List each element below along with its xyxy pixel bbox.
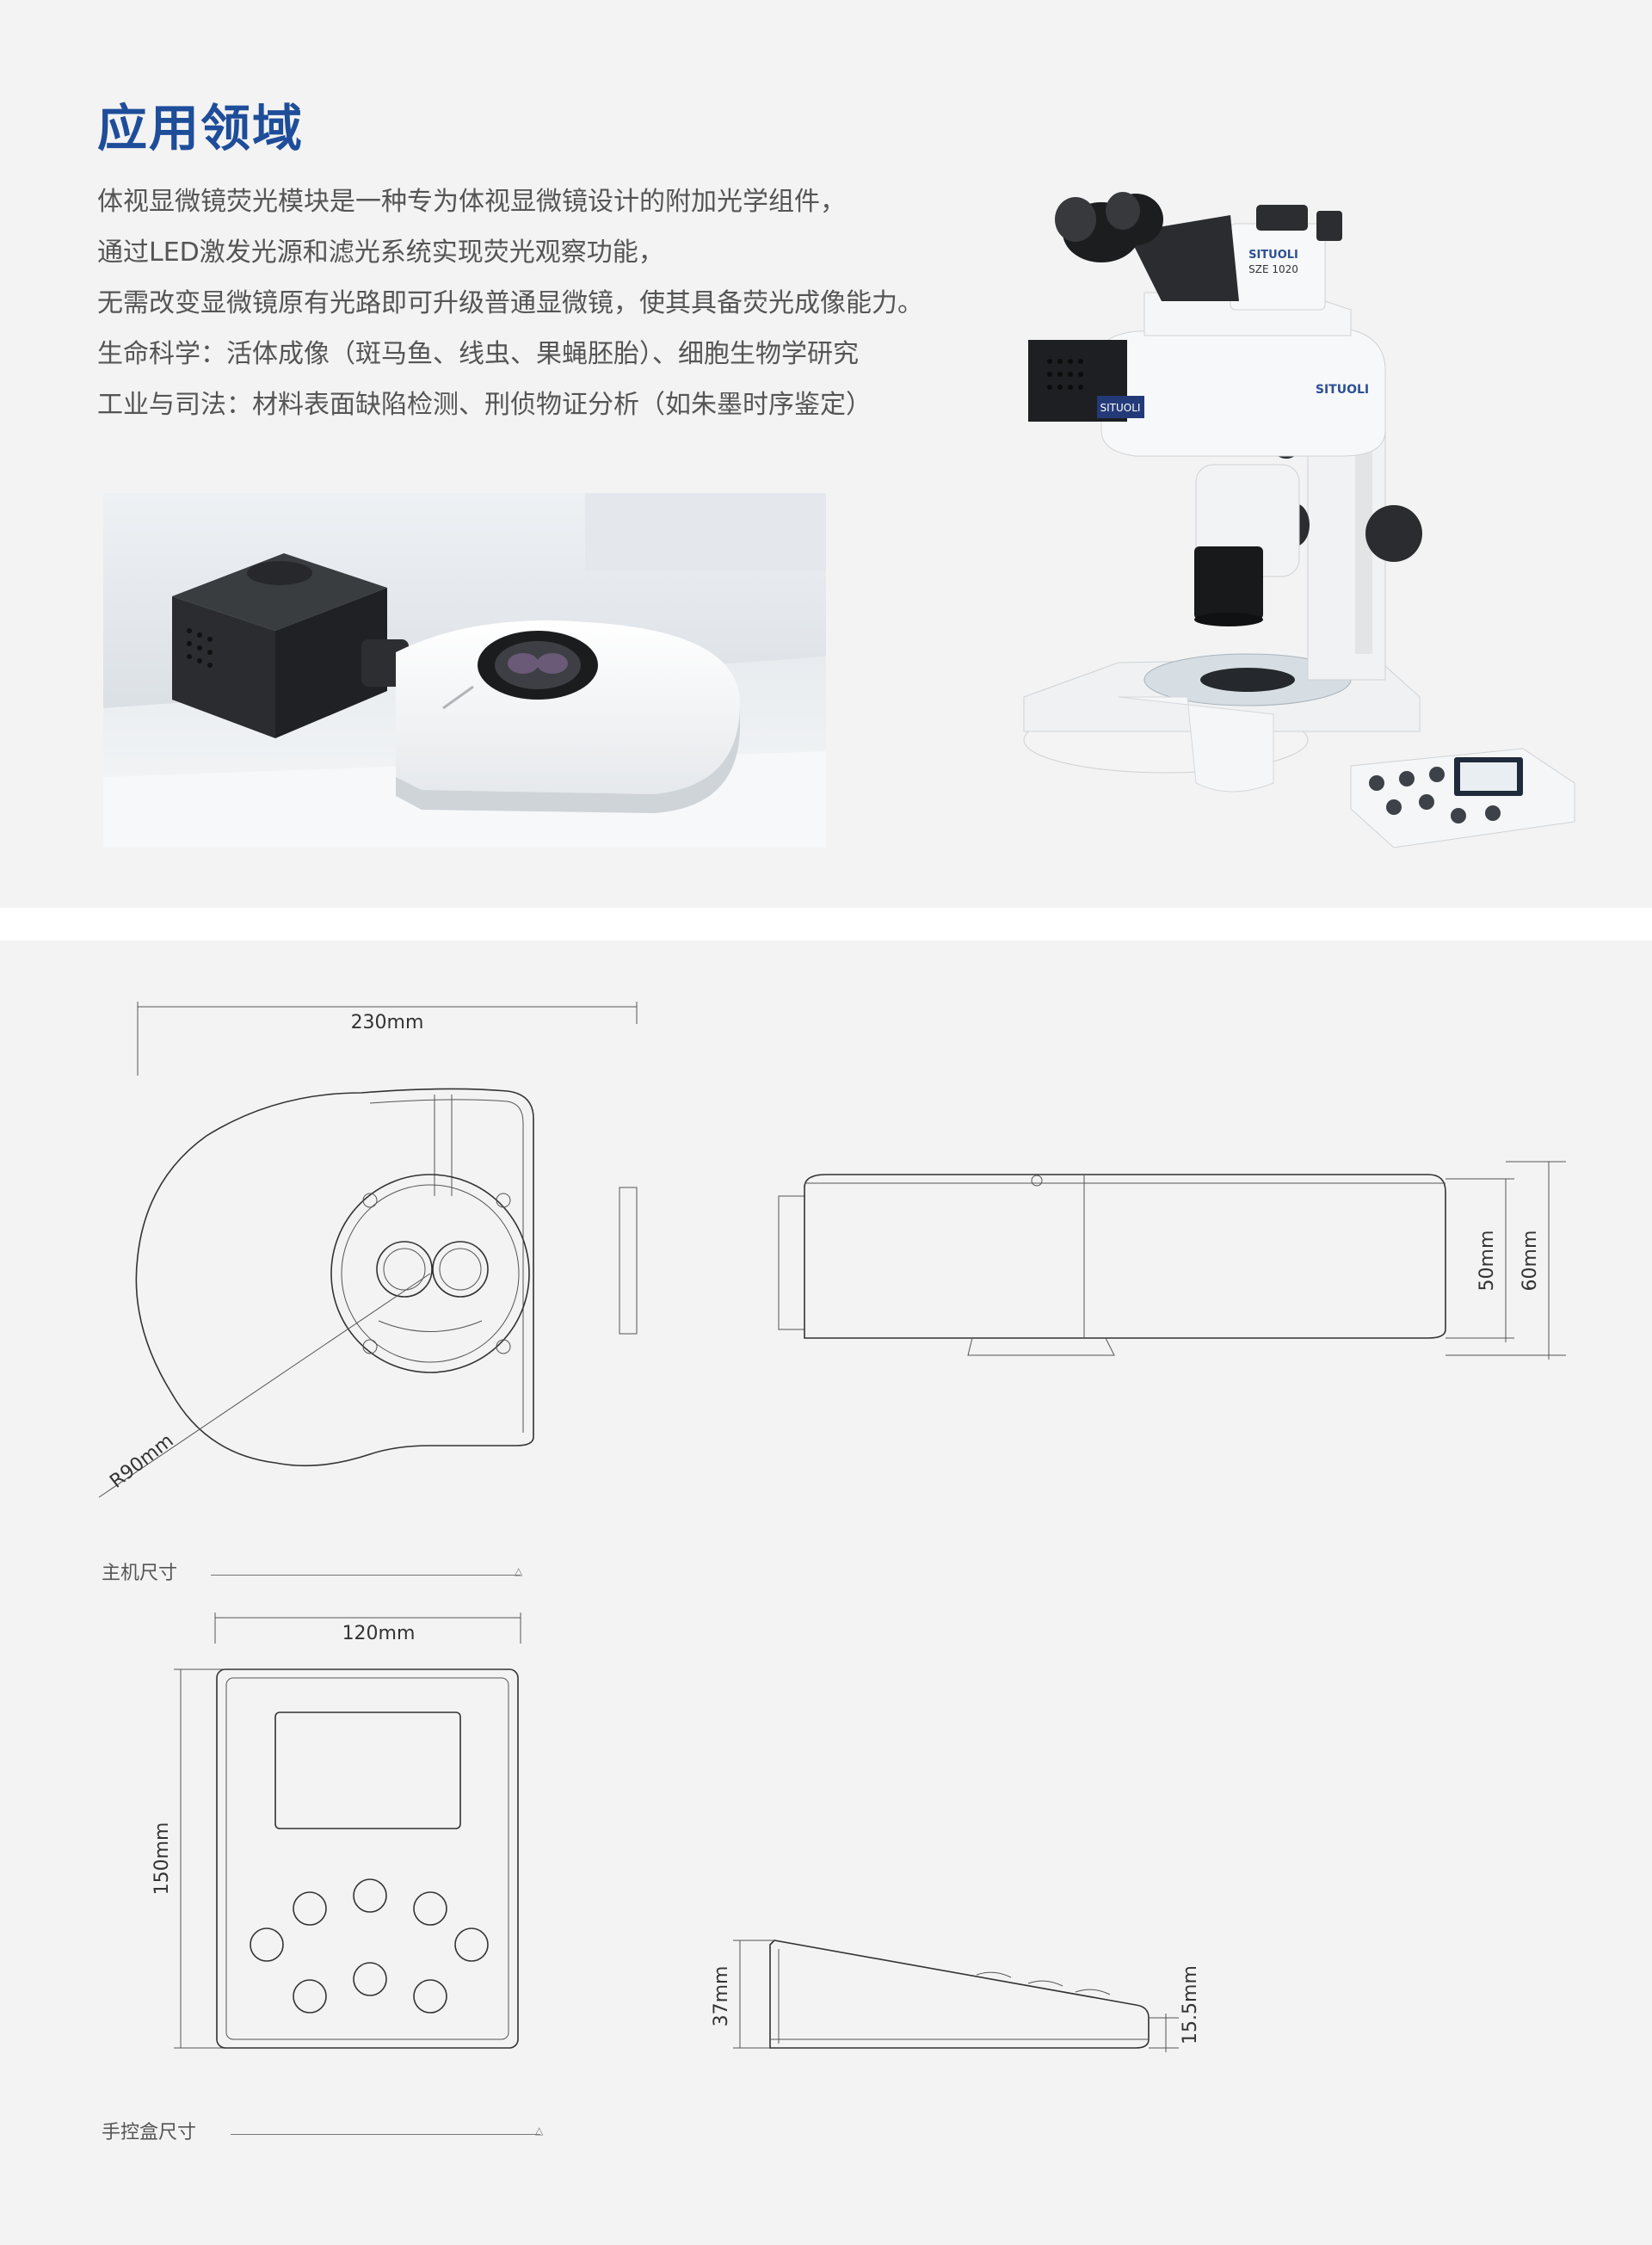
caption-triangle-icon: △ (515, 1565, 523, 1577)
caption-rule (231, 2134, 540, 2135)
controller-front-drawing: 120mm 150mm (151, 1613, 521, 2049)
controller-side-drawing: 37mm 15.5mm (711, 1940, 1201, 2052)
height-inner-dim-label: 50mm (1476, 1230, 1498, 1292)
section-title: 应用领域 (97, 99, 305, 157)
controller-dimensions-caption: 手控盒尺寸 (102, 2122, 197, 2143)
dimensions-section (0, 941, 1652, 2245)
intro-line: 生命科学：活体成像（斑马鱼、线虫、果蝇胚胎）、细胞生物学研究 (97, 339, 859, 369)
height-outer-dim-label: 60mm (1519, 1230, 1541, 1292)
intro-line: 无需改变显微镜原有光路即可升级普通显微镜，使其具备荧光成像能力。 (97, 288, 923, 318)
controller-height-dim-label: 150mm (151, 1823, 173, 1896)
controller-back-height-dim-label: 37mm (711, 1966, 732, 2027)
intro-text: 体视显微镜荧光模块是一种专为体视显微镜设计的附加光学组件， 通过LED激发光源和… (97, 176, 923, 430)
controller-front-height-dim-label: 15.5mm (1180, 1965, 1201, 2045)
module-brand-label: SITUOLI (1100, 402, 1141, 414)
controller-width-dim-label: 120mm (342, 1623, 416, 1644)
model-label: SZE 1020 (1248, 263, 1298, 275)
intro-line: 体视显微镜荧光模块是一种专为体视显微镜设计的附加光学组件， (97, 187, 846, 217)
caption-triangle-icon: △ (535, 2125, 544, 2137)
width-dim-label: 230mm (351, 1012, 424, 1033)
host-side-view-drawing: 50mm 60mm (778, 1161, 1566, 1360)
microscope-photo: SITUOLI SITUOLI SITUOLI SZE 1020 (1023, 192, 1575, 848)
fluorescence-module-photo (103, 493, 826, 848)
radius-dim-label: R90mm (106, 1430, 177, 1493)
caption-rule (211, 1575, 521, 1576)
host-dimensions-caption: 主机尺寸 (102, 1563, 178, 1584)
head-brand-label: SITUOLI (1248, 249, 1298, 262)
stand-brand-label: SITUOLI (1316, 383, 1369, 397)
host-top-view-drawing: 230mm R90mm (98, 1002, 638, 1498)
intro-line: 通过LED激发光源和滤光系统实现荧光观察功能， (97, 237, 664, 268)
intro-line: 工业与司法：材料表面缺陷检测、刑侦物证分析（如朱墨时序鉴定） (97, 390, 872, 420)
